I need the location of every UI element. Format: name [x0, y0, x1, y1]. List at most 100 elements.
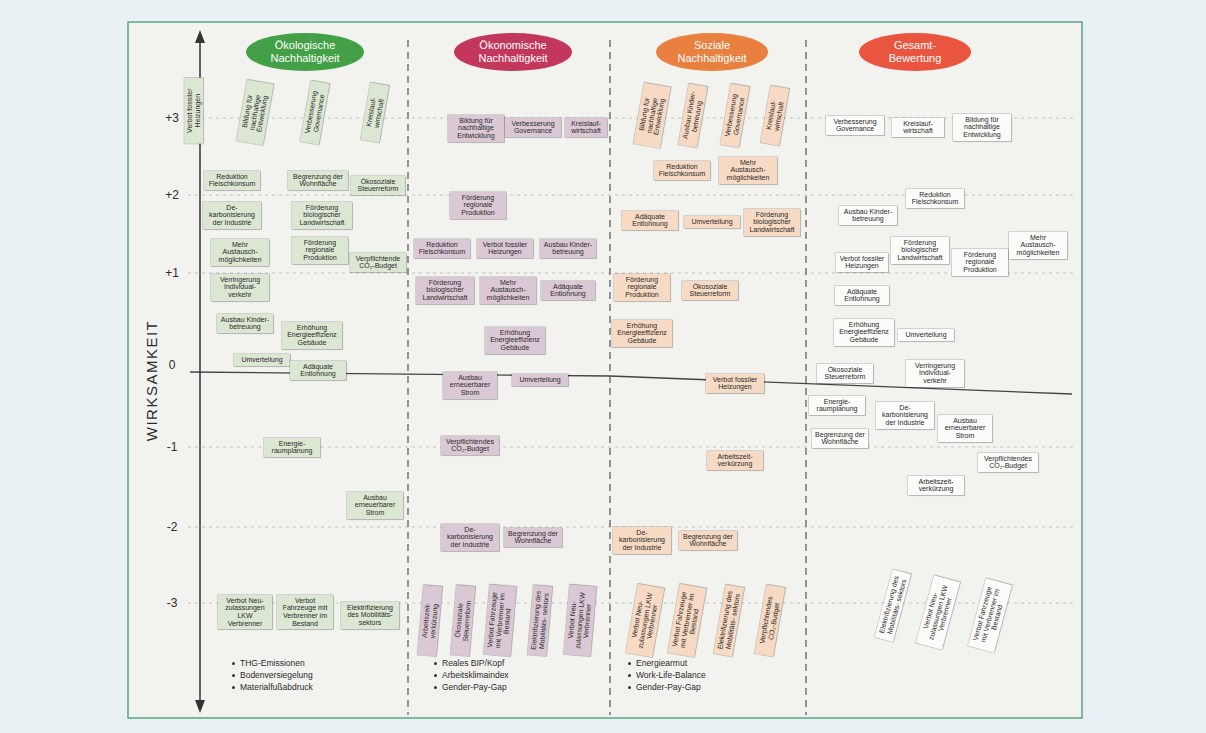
- sticky-note: Ökosoziale Steuerreform: [682, 281, 738, 300]
- note-text: Erhöhung Energieeffizienz Gebäude: [615, 322, 669, 345]
- note-text: Verbot fossiler Heizungen: [839, 255, 885, 270]
- sticky-note: Mehr Austausch- möglichkeiten: [719, 157, 777, 184]
- note-text: Kreislauf- wirtschaft: [363, 85, 387, 139]
- sticky-note: Umverteilung: [898, 329, 954, 341]
- sticky-note: Kreislauf- wirtschaft: [360, 82, 389, 142]
- sticky-note: Ausbau Kinder- betreuung: [678, 83, 708, 147]
- axis-tick-label: 0: [157, 357, 187, 373]
- sticky-note: Reduktion Fleischkonsum: [204, 171, 260, 190]
- sticky-note: Adäquate Entlohnung: [290, 361, 346, 380]
- note-text: Ausbau Kinder- betreuung: [681, 86, 706, 144]
- note-text: Ausbau Kinder- betreuung: [543, 241, 593, 256]
- axis-arrowhead: [195, 30, 205, 43]
- sticky-note: Arbeitszeit- verkürzung: [417, 584, 442, 655]
- note-text: Elektrifizierung des Mobilitäts- sektors: [877, 572, 908, 638]
- axis-tick-label: -1: [157, 439, 187, 455]
- note-text: Verbot Fahrzeuge mit Verbrenner im Besta…: [486, 587, 515, 653]
- sticky-note: Adäquate Entlohnung: [835, 286, 889, 305]
- sticky-note: Ökosoziale Steuerreform: [450, 584, 475, 655]
- note-text: De- karbonisierung der Industrie: [879, 404, 931, 427]
- sticky-note: Adäquate Entlohnung: [541, 281, 595, 300]
- note-text: Begrenzung der Wohnfläche: [815, 431, 865, 446]
- note-text: Ökonomische Nachhaltigkeit: [469, 39, 557, 64]
- note-text: Verbot fossiler Heizungen: [709, 376, 761, 391]
- sticky-note: Verbot Fahrzeuge mit Verbrenner im Besta…: [668, 583, 707, 657]
- sticky-note: Energie- raumplanung: [264, 438, 320, 457]
- sticky-note: Kreislauf- wirtschaft: [760, 85, 789, 145]
- indicator-item: Reales BIP/Kopf: [434, 658, 504, 669]
- sticky-note: Begrenzung der Wohnfläche: [288, 171, 348, 190]
- sticky-note: Umverteilung: [684, 216, 740, 228]
- note-text: Soziale Nachhaltigkeit: [668, 39, 756, 64]
- sticky-note: Verpflichtendes CO₂-Budget: [754, 584, 785, 656]
- note-text: Verbot Fahrzeuge mit Verbrenner im Besta…: [670, 587, 704, 654]
- sticky-note: De- karbonisierung der Industrie: [876, 402, 934, 429]
- sticky-note: Bildung für nachhaltige Entwicklung: [633, 82, 670, 148]
- note-text: Mehr Austausch- möglichkeiten: [722, 159, 774, 182]
- note-text: Ausbau erneuerbarer Strom: [350, 494, 400, 517]
- note-text: Förderung regionale Produktion: [617, 276, 667, 299]
- indicator-item: Materialfußabdruck: [232, 682, 313, 693]
- column-header: Ökologische Nachhaltigkeit: [246, 33, 364, 71]
- note-text: Bildung für nachhaltige Entwicklung: [636, 85, 668, 144]
- note-text: Verbesserung Governance: [303, 83, 328, 141]
- note-text: Adäquate Entlohnung: [838, 288, 886, 303]
- sticky-note: Verbot Fahrzeuge mit Verbrenner im Besta…: [483, 584, 516, 656]
- note-text: Ausbau erneuerbarer Strom: [446, 374, 494, 397]
- sticky-note: Erhöhung Energieeffizienz Gebäude: [485, 327, 545, 354]
- sticky-note: Umverteilung: [234, 354, 290, 366]
- note-text: Umverteilung: [515, 376, 565, 384]
- sticky-note: Elektrifizierung des Mobilitäts- sektors: [713, 584, 744, 656]
- note-text: Förderung biologischer Landwirtschaft: [747, 211, 797, 234]
- sticky-note: Verbot Fahrzeuge mit Verbrenner im Besta…: [277, 595, 333, 630]
- sticky-note: Elektrifizierung des Mobilitäts- sektors: [875, 569, 912, 642]
- sticky-note: Mehr Austausch- möglichkeiten: [480, 277, 536, 304]
- indicator-item: Gender-Pay-Gap: [628, 682, 701, 693]
- note-text: Kreislauf- wirtschaft: [895, 120, 941, 135]
- sticky-note: Mehr Austausch- möglichkeiten: [211, 239, 269, 266]
- note-text: Verbot fossiler Heizungen: [480, 241, 530, 256]
- sticky-note: Ökosoziale Steuerreform: [817, 364, 873, 383]
- axis-title: WIRKSAMKEIT: [143, 319, 160, 441]
- sticky-note: Ausbau Kinder- betreuung: [839, 206, 897, 225]
- sticky-note: Verpflichtendes CO₂-Budget: [441, 436, 499, 455]
- sticky-note: Ökosoziale Steuerreform: [351, 176, 405, 195]
- note-text: De- karbonisierung der Industrie: [444, 526, 496, 549]
- note-text: Ökosoziale Steuerreform: [685, 283, 735, 298]
- note-text: Kreislauf- wirtschaft: [568, 120, 604, 135]
- note-text: Energie- raumplanung: [812, 398, 862, 413]
- note-text: Bildung für nachhaltige Entwicklung: [956, 116, 1008, 139]
- sticky-note: Mehr Austausch- möglichkeiten: [1009, 232, 1067, 259]
- note-text: Ökologische Nachhaltigkeit: [261, 39, 349, 64]
- sticky-note: Reduktion Fleischkonsum: [414, 239, 470, 258]
- axis-tick-label: +2: [157, 187, 187, 203]
- sticky-note: Ausbau erneuerbarer Strom: [347, 492, 403, 519]
- sticky-note: Förderung biologischer Landwirtschaft: [416, 277, 474, 304]
- note-text: Verbot Neu- zulassungen LKW Verbrenner: [221, 597, 269, 628]
- indicator-item: THG-Emissionen: [232, 658, 305, 669]
- note-text: Verpflichtendes CO₂-Budget: [444, 438, 496, 453]
- sticky-note: Ausbau Kinder- betreuung: [540, 239, 596, 258]
- sticky-note: Elektrifizierung des Mobilitäts- sektors: [527, 584, 552, 655]
- note-text: Bildung für nachhaltige Entwicklung: [451, 117, 501, 140]
- note-text: Verpflichtendes CO₂-Budget: [981, 455, 1035, 470]
- sticky-note: Verbot Neu- zulassungen LKW Verbrenner: [916, 575, 960, 650]
- note-text: Erhöhung Energieeffizienz Gebäude: [488, 329, 542, 352]
- note-text: Begrenzung der Wohnfläche: [682, 533, 734, 548]
- sticky-note: Begrenzung der Wohnfläche: [812, 429, 868, 448]
- note-text: Reduktion Fleischkonsum: [909, 191, 961, 206]
- sticky-note: Umverteilung: [512, 374, 568, 386]
- sticky-note: Verpflichtende CO₂-Budget: [350, 253, 406, 272]
- sticky-note: Reduktion Fleischkonsum: [654, 161, 710, 180]
- note-text: Umverteilung: [901, 331, 951, 339]
- sticky-note: Förderung regionale Produktion: [450, 192, 506, 219]
- sticky-note: Verbot Neu- zulassungen LKW Verbrenner: [218, 595, 272, 630]
- sticky-note: Energie- raumplanung: [809, 396, 865, 415]
- sticky-note: Verbot Neu- zulassungen LKW Verbrenner: [563, 584, 596, 656]
- axis-tick-label: -2: [157, 519, 187, 535]
- column-header: Soziale Nachhaltigkeit: [656, 33, 768, 71]
- sticky-note: Verbot Fahrzeuge mit Verbrenner im Besta…: [968, 578, 1012, 653]
- note-text: Förderung regionale Produktion: [453, 194, 503, 217]
- sticky-note: Verpflichtendes CO₂-Budget: [978, 453, 1038, 472]
